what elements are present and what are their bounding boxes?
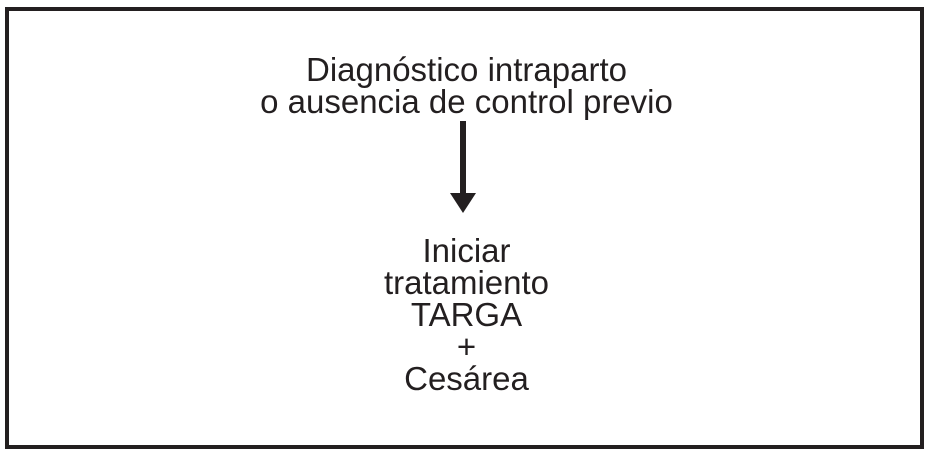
bottom-node-line-3: TARGA (410, 296, 523, 333)
bottom-node-line-2: tratamiento (383, 264, 550, 301)
bottom-node: Iniciar tratamiento TARGA + Cesárea (0, 232, 933, 397)
bottom-node-plus-sign: + (456, 328, 477, 365)
top-node: Diagnóstico intraparto o ausencia de con… (0, 51, 933, 120)
bottom-node-line-5: Cesárea (404, 360, 529, 397)
top-node-line-1: Diagnóstico intraparto (305, 51, 627, 88)
diagram-border (5, 7, 924, 449)
bottom-node-line-1: Iniciar (422, 232, 511, 269)
top-node-line-2: o ausencia de control previo (260, 83, 673, 120)
down-arrow-icon (450, 121, 476, 213)
